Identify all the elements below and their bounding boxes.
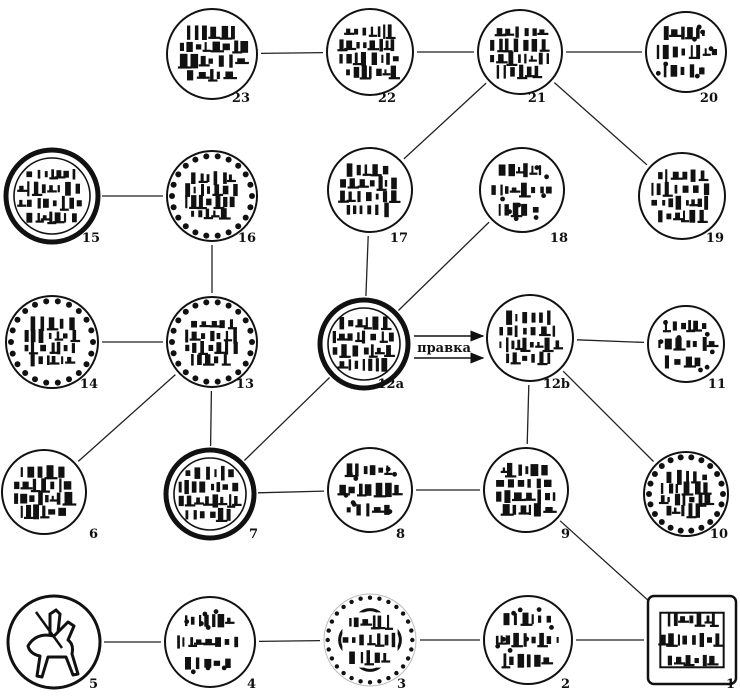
coin-label-13: 13 [236, 377, 254, 392]
coin-12b [486, 294, 574, 382]
link-c7-c8 [257, 490, 325, 494]
coin-label-21: 21 [528, 91, 546, 106]
coin-13 [166, 296, 258, 388]
coin-label-5: 5 [89, 677, 98, 692]
coin-label-12b: 12b [543, 377, 570, 392]
coin-8 [327, 447, 413, 533]
coin-label-4: 4 [247, 677, 256, 692]
coin-5 [6, 594, 102, 690]
coin-label-17: 17 [390, 231, 408, 246]
coin-label-12a: 12a [377, 377, 404, 392]
link-c23-c22 [260, 51, 324, 55]
coin-1 [646, 594, 738, 686]
coin-21 [477, 9, 563, 95]
link-c12a-c7 [243, 377, 331, 461]
link-c18-c12a [397, 221, 490, 311]
link-c9-c1 [559, 520, 657, 609]
coin-9 [483, 447, 569, 533]
link-c13-c6 [77, 374, 176, 462]
coin-6 [1, 449, 87, 535]
coin-label-3: 3 [397, 677, 406, 692]
coin-label-1: 1 [726, 677, 735, 692]
coin-14 [5, 295, 99, 389]
link-c12b-c9 [526, 384, 530, 445]
coin-19 [638, 152, 726, 240]
arrow-label: правка [417, 341, 471, 356]
coin-label-16: 16 [238, 231, 256, 246]
coin-label-15: 15 [82, 231, 100, 246]
coin-18 [479, 147, 565, 233]
coin-17 [327, 147, 413, 233]
coin-label-14: 14 [80, 377, 98, 392]
coin-23 [166, 8, 258, 100]
links-layer [77, 51, 657, 643]
coin-label-2: 2 [561, 677, 570, 692]
coin-12a [317, 297, 411, 391]
coin-15 [3, 147, 101, 245]
coin-label-7: 7 [249, 527, 258, 542]
coin-label-23: 23 [232, 91, 250, 106]
coin-2 [483, 595, 573, 685]
link-c4-c3 [258, 639, 321, 643]
coin-16 [166, 150, 258, 242]
coin-7 [163, 447, 257, 541]
coin-20 [645, 11, 727, 93]
link-c12b-c11 [576, 339, 645, 344]
coin-10 [643, 451, 729, 537]
coin-label-18: 18 [550, 231, 568, 246]
arrows-layer [414, 330, 485, 364]
coin-label-9: 9 [561, 527, 570, 542]
coin-label-6: 6 [89, 527, 98, 542]
coin-11 [647, 305, 725, 383]
coin-22 [326, 8, 414, 96]
coin-4 [164, 596, 256, 688]
coin-label-22: 22 [378, 91, 396, 106]
coin-label-20: 20 [700, 91, 718, 106]
link-c13-c7 [209, 390, 213, 447]
link-c21-c19 [553, 82, 648, 166]
coin-label-10: 10 [710, 527, 728, 542]
coin-label-8: 8 [396, 527, 405, 542]
link-c12b-c10 [562, 370, 654, 462]
link-c21-c17 [403, 82, 487, 160]
coin-3 [323, 593, 417, 687]
coin-label-11: 11 [708, 377, 726, 392]
coin-label-19: 19 [706, 231, 724, 246]
link-c17-c12a [365, 235, 369, 297]
